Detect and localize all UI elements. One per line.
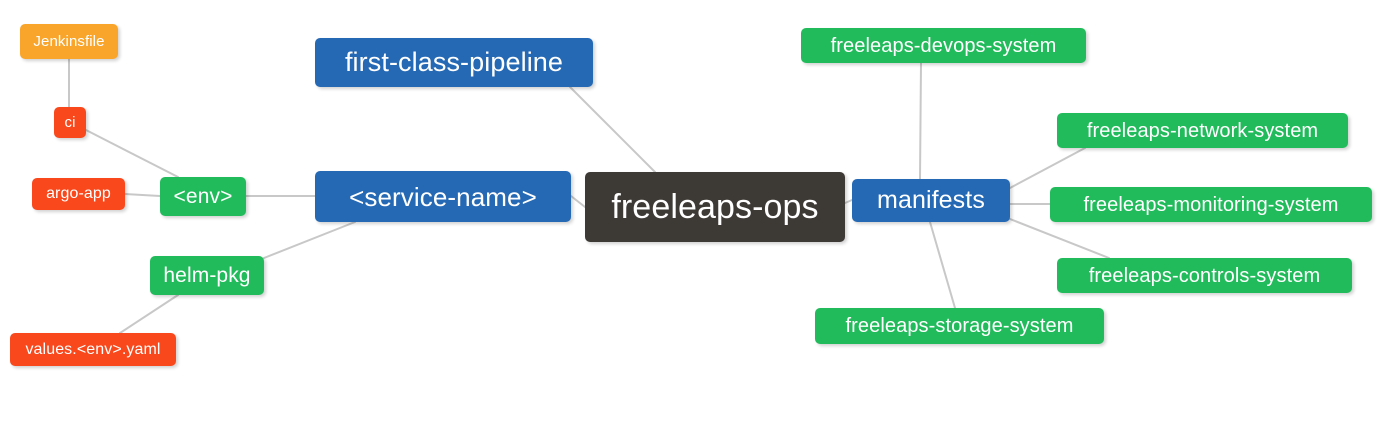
node-freeleaps-monitoring-system[interactable]: freeleaps-monitoring-system	[1050, 187, 1372, 222]
node-service-name[interactable]: <service-name>	[315, 171, 571, 222]
edge-root-to-manifests	[844, 199, 853, 204]
node-ci[interactable]: ci	[54, 107, 86, 138]
node-label-env: <env>	[173, 185, 233, 208]
node-label-freeleaps-network-system: freeleaps-network-system	[1086, 119, 1319, 142]
edge-env-to-argo-app	[124, 193, 161, 197]
node-helm-pkg[interactable]: helm-pkg	[150, 256, 264, 295]
node-label-jenkinsfile: Jenkinsfile	[33, 33, 105, 50]
node-jenkinsfile[interactable]: Jenkinsfile	[20, 24, 118, 59]
node-values-env-yaml[interactable]: values.<env>.yaml	[10, 333, 176, 366]
node-label-freeleaps-monitoring-system: freeleaps-monitoring-system	[1083, 193, 1339, 216]
node-first-class-pipeline[interactable]: first-class-pipeline	[315, 38, 593, 87]
node-label-first-class-pipeline: first-class-pipeline	[344, 47, 564, 77]
edge-manifests-to-freeleaps-storage-system	[929, 221, 956, 309]
edge-manifests-to-freeleaps-network-system	[1009, 147, 1086, 189]
edge-helm-pkg-to-values-env-yaml	[119, 294, 179, 334]
edge-manifests-to-freeleaps-controls-system	[1009, 218, 1110, 259]
node-freeleaps-devops-system[interactable]: freeleaps-devops-system	[801, 28, 1086, 63]
node-label-ci: ci	[64, 114, 76, 131]
node-label-argo-app: argo-app	[46, 185, 111, 202]
node-argo-app[interactable]: argo-app	[32, 178, 125, 210]
node-manifests[interactable]: manifests	[852, 179, 1010, 222]
edge-root-to-service-name	[570, 195, 586, 208]
node-label-manifests: manifests	[877, 186, 985, 214]
node-env[interactable]: <env>	[160, 177, 246, 216]
node-label-freeleaps-controls-system: freeleaps-controls-system	[1088, 264, 1321, 287]
edge-service-name-to-helm-pkg	[263, 221, 356, 259]
node-label-freeleaps-devops-system: freeleaps-devops-system	[830, 34, 1057, 57]
node-freeleaps-storage-system[interactable]: freeleaps-storage-system	[815, 308, 1104, 344]
node-root[interactable]: freeleaps-ops	[585, 172, 845, 242]
node-freeleaps-controls-system[interactable]: freeleaps-controls-system	[1057, 258, 1352, 293]
node-label-helm-pkg: helm-pkg	[163, 264, 251, 287]
node-label-freeleaps-storage-system: freeleaps-storage-system	[845, 315, 1074, 337]
node-label-service-name: <service-name>	[349, 181, 537, 212]
node-freeleaps-network-system[interactable]: freeleaps-network-system	[1057, 113, 1348, 148]
node-label-root: freeleaps-ops	[611, 188, 819, 226]
node-label-values-env-yaml: values.<env>.yaml	[25, 340, 161, 358]
edge-env-to-ci	[85, 129, 179, 178]
edge-manifests-to-freeleaps-devops-system	[919, 62, 922, 180]
edge-root-to-first-class-pipeline	[569, 86, 656, 173]
